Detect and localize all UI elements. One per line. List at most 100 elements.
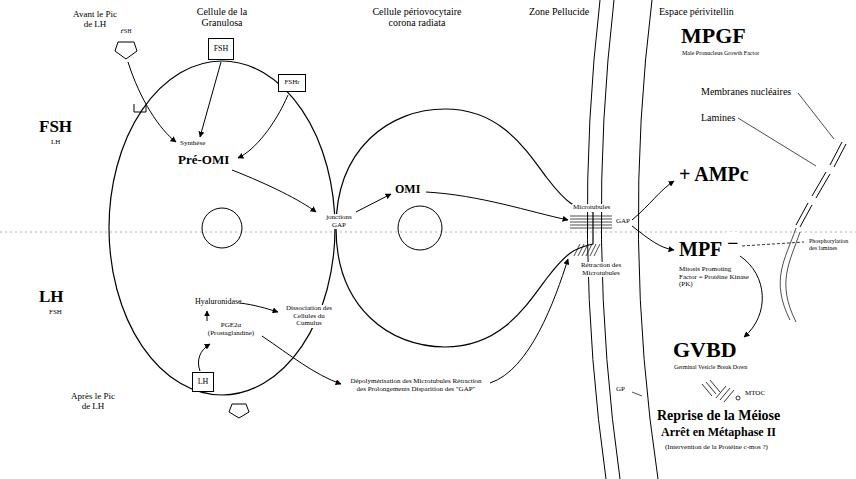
result-note: Arrêt en Métaphase II xyxy=(660,426,777,439)
result-note: Reprise de la Méiose xyxy=(656,408,781,423)
hormone-name: LH xyxy=(50,139,61,147)
arrow xyxy=(238,95,288,158)
free-receptor xyxy=(134,104,249,418)
process-note: Rétraction des Microtubules xyxy=(578,262,624,277)
arrow xyxy=(632,181,674,220)
nuclear-membrane xyxy=(830,142,842,165)
zona-pellucida xyxy=(587,0,620,479)
hormone-symbol: FSH xyxy=(112,28,140,60)
spindle-mtoc xyxy=(736,396,740,400)
event-expansion: Germinal Vesicle Break Down xyxy=(673,364,748,371)
zona-pellucida xyxy=(587,0,606,479)
nuclear-membrane xyxy=(834,144,846,167)
structure-label: Microtubules xyxy=(572,204,611,212)
spindle-mtoc xyxy=(702,380,740,402)
messenger-name: + AMPc xyxy=(678,163,750,185)
hormone-name: PGE2α (Prostaglandine) xyxy=(200,322,262,337)
hormone-symbol xyxy=(115,42,137,59)
nuclear-membrane xyxy=(786,232,800,322)
hormone-name: LH xyxy=(38,288,65,307)
microtubule-hatch xyxy=(594,244,600,256)
microtubule-hatch xyxy=(570,216,612,217)
structure-label: Zone Pellucide xyxy=(528,6,590,17)
factor-expansion: Male Pronucleus Growth Factor xyxy=(681,50,760,57)
period-label: Après le Pic de LH xyxy=(66,392,120,412)
cell-nucleus xyxy=(202,208,242,248)
period-label: Avant le Pic de LH xyxy=(68,10,122,30)
corona-cell-outline xyxy=(335,108,593,348)
spindle-mtoc xyxy=(702,384,712,396)
process-note: Dépolymérisation des Microtubules Rétrac… xyxy=(345,378,487,393)
structure-label: MTOC xyxy=(744,390,766,398)
arrow xyxy=(490,259,568,383)
structure-label: GP xyxy=(615,386,626,394)
dashed-link xyxy=(742,242,804,246)
spindle-mtoc xyxy=(710,380,720,392)
granulosa-cell-outline xyxy=(108,60,336,396)
result-note: (Intervention de la Protéine c-mos ?) xyxy=(664,444,769,452)
arrow xyxy=(200,62,221,137)
cell-label: Cellule périovocytaire corona radiata xyxy=(368,6,466,28)
leader-line xyxy=(632,392,642,396)
free-receptor xyxy=(134,104,146,112)
factor-name: MPF xyxy=(678,238,723,260)
dashed-link xyxy=(742,242,804,246)
leader-line xyxy=(632,93,834,396)
structure-label: Espace périvitellin xyxy=(658,6,735,17)
arrow xyxy=(232,170,316,212)
nuclear-membrane xyxy=(800,205,812,227)
hormone-name: FSH xyxy=(48,309,63,317)
event-name: GVBD xyxy=(672,338,738,362)
arrow xyxy=(632,226,674,250)
factor-expansion: Mitosis Promoting Factor = Protéine Kina… xyxy=(678,266,750,289)
junction-label: jonctions GAP xyxy=(320,214,358,229)
receptor-name: FSHr xyxy=(284,79,299,87)
leader-line xyxy=(738,118,816,166)
microtubule-hatch xyxy=(570,225,612,226)
cell-membrane xyxy=(109,61,335,395)
cell-membrane xyxy=(336,109,593,347)
arrow xyxy=(128,62,176,142)
factor-name: MPGF xyxy=(680,24,747,48)
spindle-mtoc xyxy=(716,386,726,398)
receptor-box: FSHr xyxy=(278,74,306,92)
corona-cell: OMI xyxy=(335,108,593,348)
process-note: Phosphorylation des lamines xyxy=(808,238,852,251)
spindle-mtoc xyxy=(724,390,734,402)
microtubule-hatch xyxy=(570,228,612,229)
arrow xyxy=(128,62,762,384)
hormone-name: FSH xyxy=(38,118,73,137)
spindle-mtoc xyxy=(706,382,716,394)
free-receptor xyxy=(229,404,249,418)
factor-name: OMI xyxy=(395,183,420,196)
factor-name: Pré-OMI xyxy=(178,153,229,167)
spindle-mtoc xyxy=(720,388,730,400)
process-note: Dissociation des Cellules du Cumulus xyxy=(282,305,336,328)
receptor-box: LH xyxy=(192,372,214,392)
structure-label: Lamines xyxy=(700,112,736,123)
granulosa-cell: SynthèsePré-OMI HyaluronidasePGE2α (Prost… xyxy=(108,60,336,396)
hormone-name: LH xyxy=(198,378,209,387)
nuclear-membrane xyxy=(780,142,846,322)
arrow xyxy=(198,344,210,371)
arrow xyxy=(356,194,391,212)
cell-label: Cellule de la Granulosa xyxy=(183,6,261,28)
nuclear-membrane xyxy=(780,228,796,320)
junction-label: GAP xyxy=(615,218,631,226)
structure-label: Membranes nucléaires xyxy=(700,86,792,97)
process-note: Synthèse xyxy=(180,140,205,148)
nuclear-membrane xyxy=(796,203,808,225)
receptor-box: FSH xyxy=(208,38,234,60)
cell-nucleus xyxy=(398,206,442,250)
microtubule-hatch xyxy=(570,219,612,220)
leader-line xyxy=(798,93,834,139)
hormone-name: FSH xyxy=(214,45,229,54)
arrow xyxy=(240,303,278,312)
zona-pellucida xyxy=(601,0,620,479)
arrow xyxy=(426,192,568,220)
nuclear-membrane xyxy=(816,174,830,198)
microtubule-hatch xyxy=(570,222,612,223)
enzyme-name: Hyaluronidase xyxy=(195,298,242,307)
arrow xyxy=(207,311,208,321)
